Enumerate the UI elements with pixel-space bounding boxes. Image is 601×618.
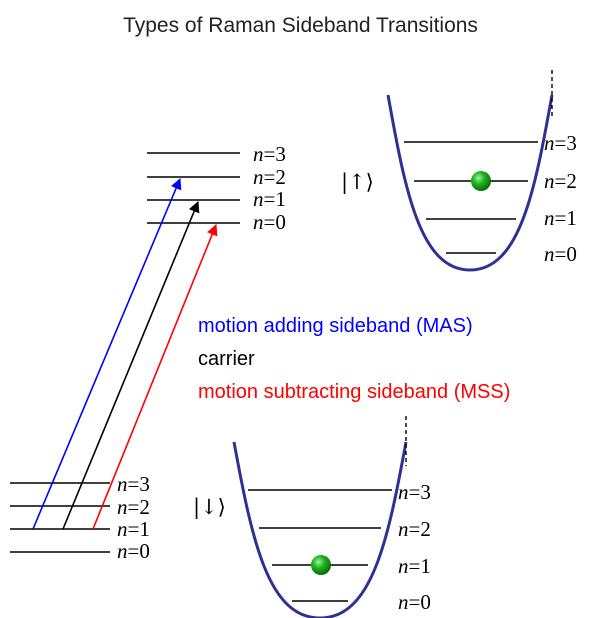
n-var: n [398, 554, 409, 578]
level-eq: =0 [263, 210, 286, 234]
lower-well-curve [232, 441, 408, 618]
lower-well-label-2: n=2 [398, 519, 431, 540]
level-eq: =3 [127, 472, 150, 496]
spin-down-ket: |↓⟩ [193, 495, 226, 519]
upper-ladder-label-1: n=1 [253, 189, 286, 210]
n-var: n [398, 480, 409, 504]
level-eq: =2 [554, 169, 577, 193]
lower-ladder-label-0: n=0 [117, 541, 150, 562]
level-eq: =1 [263, 187, 286, 211]
lower-ladder-label-3: n=3 [117, 474, 150, 495]
diagram-title: Types of Raman Sideband Transitions [123, 14, 478, 37]
legend-mas: motion adding sideband (MAS) [198, 315, 473, 337]
lower-ladder-label-1: n=1 [117, 519, 150, 540]
n-var: n [117, 472, 128, 496]
mss-arrow [92, 223, 218, 530]
n-var: n [117, 539, 128, 563]
n-var: n [253, 142, 264, 166]
upper-ladder-label-3: n=3 [253, 144, 286, 165]
lower-well-ion [311, 555, 331, 575]
n-var: n [544, 242, 555, 266]
level-eq: =0 [554, 242, 577, 266]
upper-well [386, 70, 554, 272]
lower-ladder [10, 482, 110, 553]
legend-mss: motion subtracting sideband (MSS) [198, 381, 511, 403]
n-var: n [253, 187, 264, 211]
spin-up-ket: |↑⟩ [341, 170, 374, 194]
lower-well-label-0: n=0 [398, 592, 431, 613]
lower-well-label-1: n=1 [398, 556, 431, 577]
n-var: n [544, 169, 555, 193]
lower-well [232, 416, 408, 618]
upper-well-label-0: n=0 [544, 244, 577, 265]
lower-well-label-3: n=3 [398, 482, 431, 503]
legend-carrier: carrier [198, 348, 255, 370]
upper-well-label-1: n=1 [544, 208, 577, 229]
lower-ladder-label-2: n=2 [117, 497, 150, 518]
upper-well-ion [471, 171, 491, 191]
upper-well-label-2: n=2 [544, 171, 577, 192]
level-eq: =0 [127, 539, 150, 563]
upper-ladder [147, 152, 240, 224]
n-var: n [398, 517, 409, 541]
level-eq: =3 [263, 142, 286, 166]
level-eq: =0 [408, 590, 431, 614]
n-var: n [544, 131, 555, 155]
n-var: n [544, 206, 555, 230]
carrier-arrow [62, 200, 200, 530]
n-var: n [117, 517, 128, 541]
n-var: n [253, 210, 264, 234]
level-eq: =2 [127, 495, 150, 519]
n-var: n [398, 590, 409, 614]
level-eq: =3 [408, 480, 431, 504]
level-eq: =1 [554, 206, 577, 230]
upper-ladder-label-2: n=2 [253, 167, 286, 188]
level-eq: =3 [554, 131, 577, 155]
level-eq: =1 [127, 517, 150, 541]
upper-ladder-label-0: n=0 [253, 212, 286, 233]
upper-well-label-3: n=3 [544, 133, 577, 154]
level-eq: =2 [408, 517, 431, 541]
mas-arrow [32, 177, 182, 530]
n-var: n [117, 495, 128, 519]
level-eq: =2 [263, 165, 286, 189]
upper-well-curve [386, 94, 554, 272]
n-var: n [253, 165, 264, 189]
level-eq: =1 [408, 554, 431, 578]
